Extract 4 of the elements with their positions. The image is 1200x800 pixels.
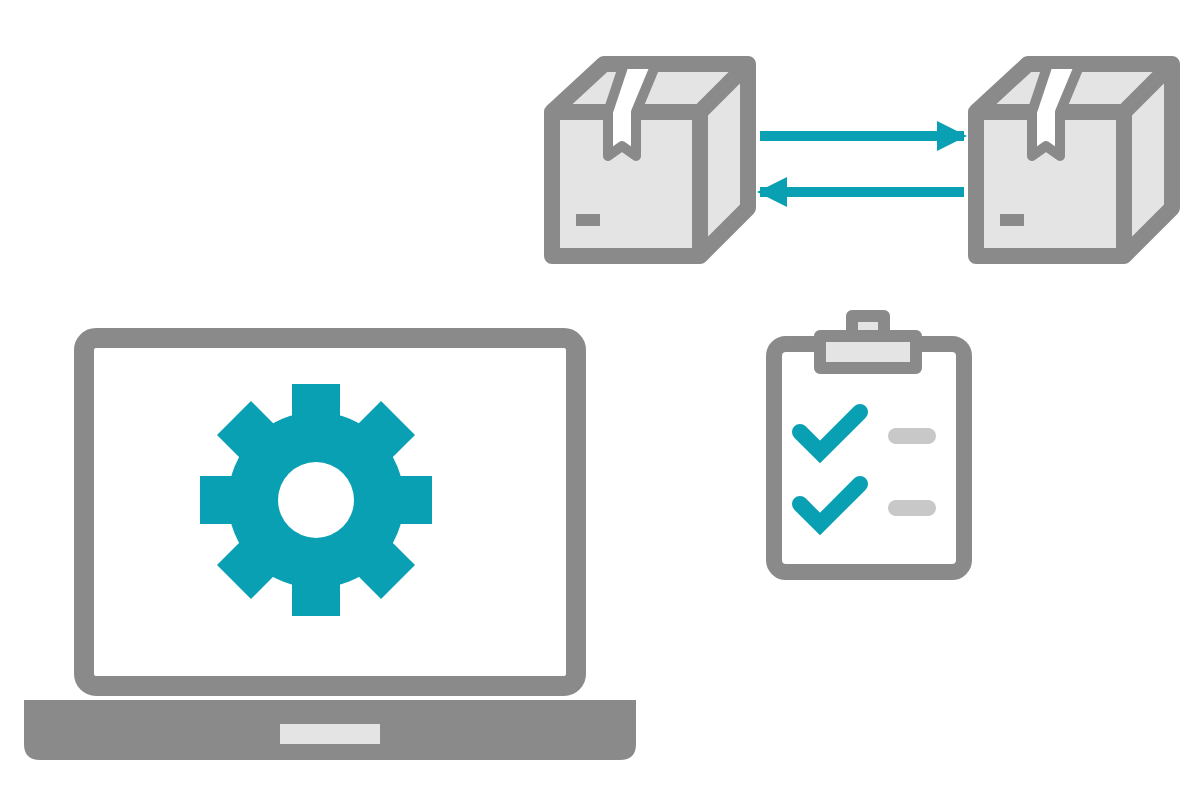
arrow xyxy=(760,121,967,151)
cardboard-box-icon xyxy=(540,52,760,268)
cardboard-box-icon xyxy=(964,52,1184,268)
arrow xyxy=(757,177,964,207)
